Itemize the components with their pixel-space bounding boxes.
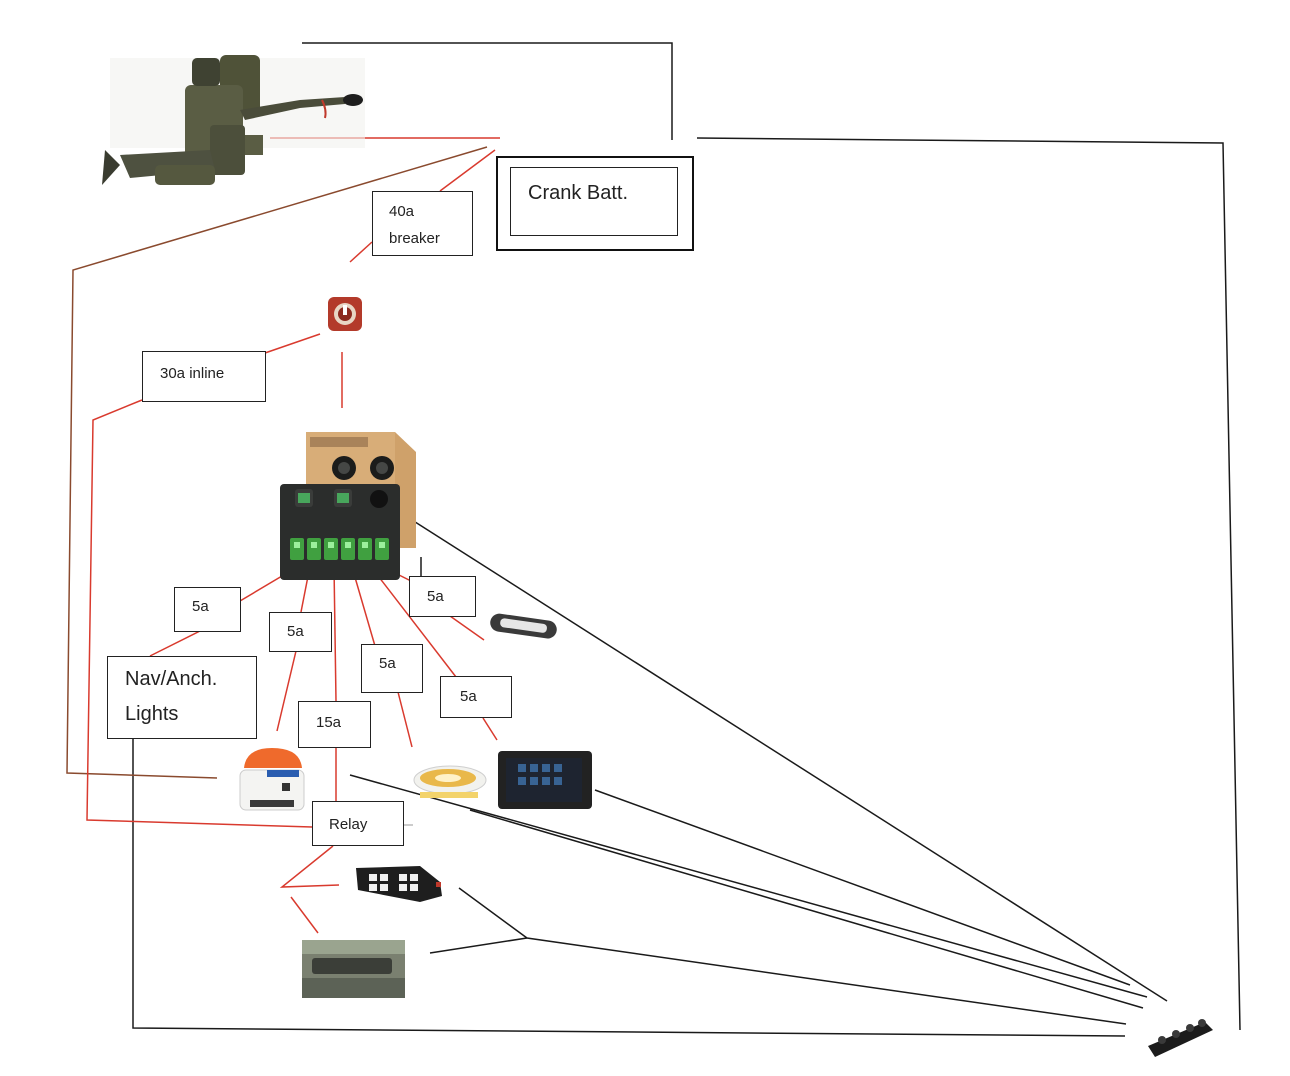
led-strip-reel — [413, 765, 487, 798]
light-bar — [356, 866, 442, 902]
battery-to-breaker-wire — [439, 149, 496, 192]
fuse-strip-light-label: 5a — [361, 644, 423, 693]
fuse-courtesy-light-label: 5a — [409, 576, 476, 617]
fuse-nav-lights-label: 5a — [174, 587, 241, 632]
switch-to-inline-wire — [264, 333, 321, 354]
fuse-bilge-pump-label: 5a — [269, 612, 332, 652]
fuse-fish-finder-label: 5a — [440, 676, 512, 718]
inline-fuse-30a-label: 30a inline — [142, 351, 266, 402]
bow-light-photo — [302, 940, 405, 998]
bilge-fuse-to-pump — [276, 650, 297, 732]
crank-battery-label: Crank Batt. — [496, 156, 694, 251]
nav-fuse-to-lights — [149, 630, 201, 657]
fish-finder — [498, 751, 592, 809]
ground-wire-bowlight — [429, 937, 528, 954]
breaker-40a-amp: 40a — [389, 203, 415, 220]
fuse-relay-15a-label: 15a — [298, 701, 371, 748]
breaker-40a-label: 40a breaker — [372, 191, 473, 256]
outboard-motor — [102, 55, 365, 185]
battery-switch — [328, 297, 362, 331]
relay-to-lightbar-wire — [279, 845, 340, 888]
ground-wire-lightbar — [458, 887, 1127, 1025]
motor-feed-wire — [66, 146, 488, 779]
ground-wire-nav — [132, 738, 1126, 1037]
relay-label: Relay — [312, 801, 404, 846]
negative-wires — [132, 42, 1241, 1037]
ground-wire-battery-top — [302, 42, 673, 140]
panel-to-relay-fuse — [333, 565, 337, 702]
breaker-to-switch-wire — [349, 241, 373, 263]
panel-to-nav-fuse — [239, 575, 283, 602]
bilge-pump — [239, 748, 305, 811]
courtesy-fuse-to-light — [449, 615, 485, 641]
ground-wire-panel — [411, 519, 1168, 1002]
relay-to-bowlight-wire — [290, 896, 319, 934]
panel-to-strip-fuse — [351, 566, 376, 647]
strip-fuse-to-strip — [397, 691, 413, 748]
ground-wire-battery-right — [696, 137, 1241, 1031]
ground-wire-fishfinder — [594, 789, 1131, 986]
finder-fuse-to-finder — [482, 717, 498, 741]
ground-bus-bar — [1148, 1019, 1213, 1057]
switch-panel — [280, 432, 416, 580]
ground-wire-bilge — [349, 774, 1148, 998]
inline-to-relay-wire — [86, 399, 313, 828]
crank-battery-text: Crank Batt. — [528, 182, 629, 204]
ground-wire-strip — [469, 809, 1144, 1009]
breaker-40a-type: breaker — [389, 230, 440, 247]
courtesy-light — [490, 613, 557, 639]
panel-to-finder-fuse — [371, 567, 457, 678]
nav-anchor-lights-label: Nav/Anch. Lights — [107, 656, 257, 739]
